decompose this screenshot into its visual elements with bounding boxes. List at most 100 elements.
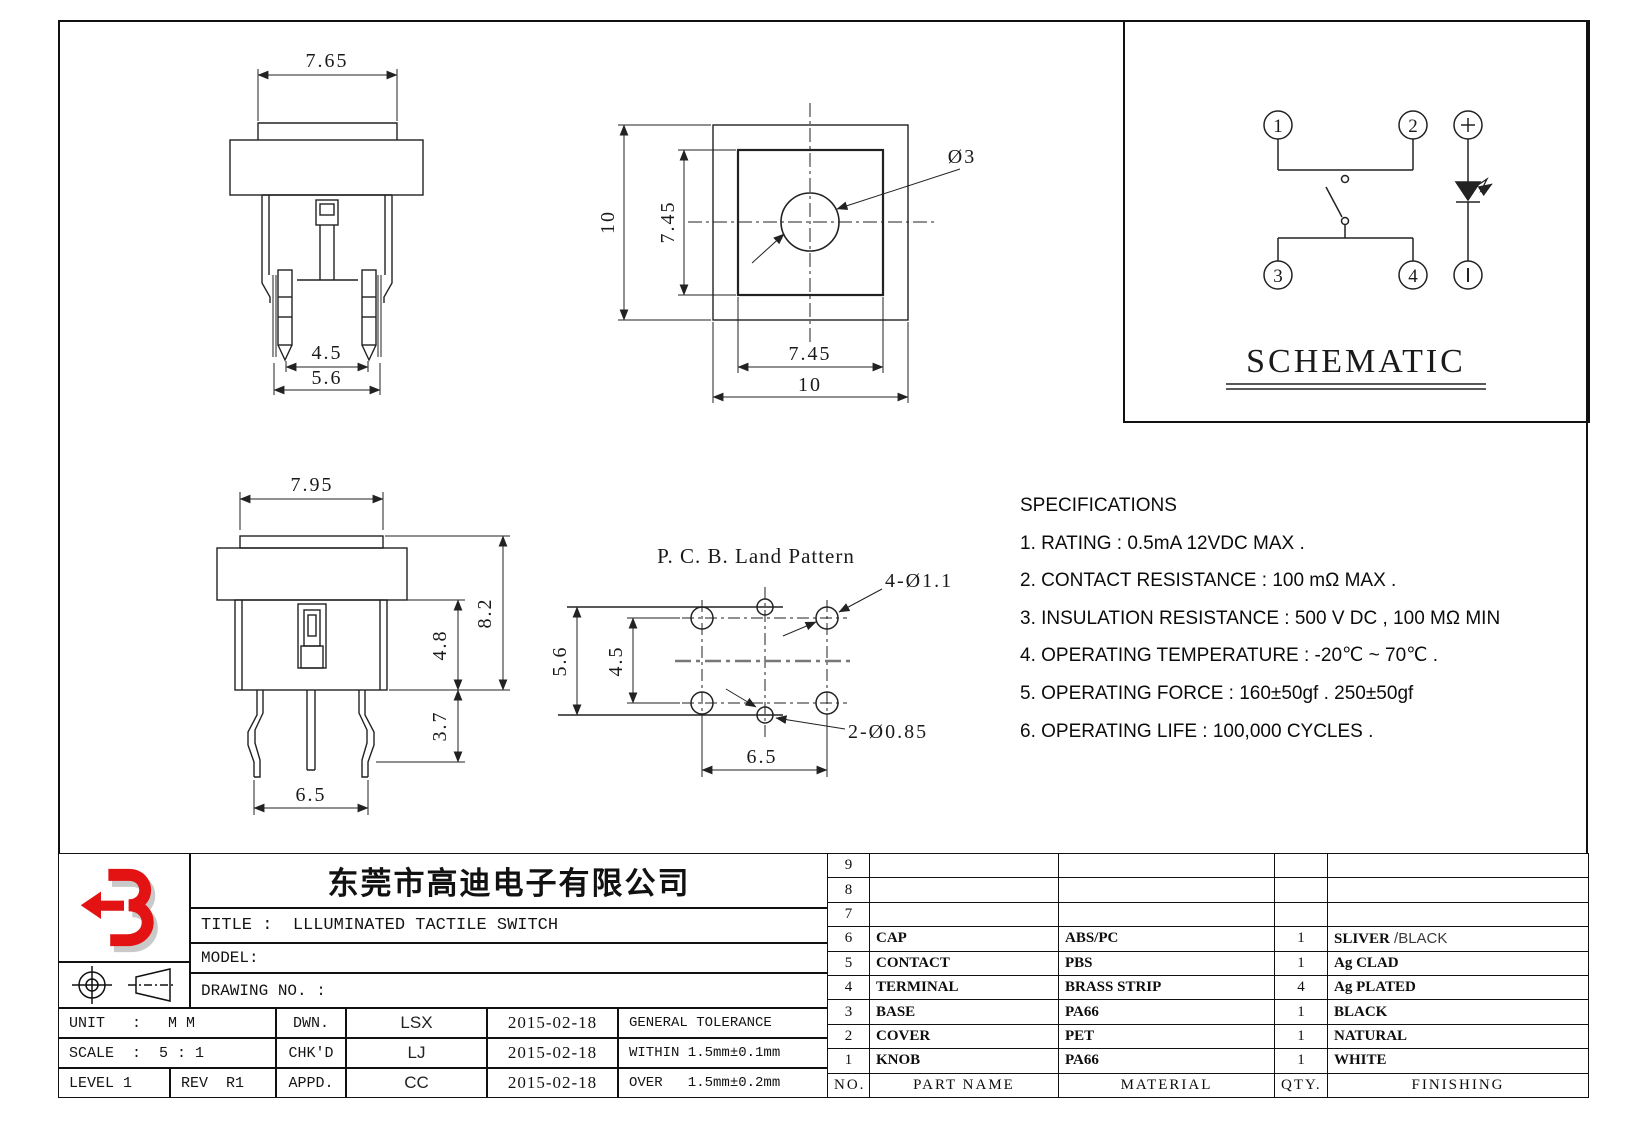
part-no: 8	[827, 877, 870, 903]
part-no: 1	[827, 1048, 870, 1074]
tolerance-within-cell: WITHIN 1.5mm±0.1mm	[618, 1038, 828, 1068]
part-finishing: WHITE	[1327, 1048, 1589, 1074]
company-name-cell: 东莞市高迪电子有限公司	[190, 853, 828, 908]
part-no: 5	[827, 950, 870, 976]
spec-line: 5. OPERATING FORCE : 160±50gf . 250±50gf	[1020, 682, 1414, 704]
part-no: 9	[827, 852, 870, 879]
part-no: 2	[827, 1023, 870, 1050]
pcb-holes	[675, 587, 852, 737]
header-part-name: PART NAME	[869, 1072, 1059, 1099]
table-row: 5 CONTACT PBS 1 Ag CLAD	[827, 950, 1589, 976]
appd-name: CC	[404, 1073, 429, 1092]
logo-mark	[80, 868, 154, 946]
table-row: 2 COVER PET 1 NATURAL	[827, 1023, 1589, 1050]
pcb-center-holes-label: 2-Ø0.85	[848, 721, 928, 743]
parts-table: 9 8 7 6 CAP ABS/PC 1 SLIVER /BLACK	[827, 852, 1589, 1099]
schematic-drawing: 1 2 3 4 SCHEMATIC	[1123, 20, 1590, 423]
front-dim-pins-inner: 4.5	[312, 342, 343, 364]
model-label: MODEL:	[201, 949, 259, 967]
dwn-name: LSX	[400, 1013, 433, 1032]
part-name: COVER	[869, 1023, 1059, 1050]
part-qty: 1	[1274, 1048, 1328, 1074]
company-logo-cell	[58, 853, 190, 962]
part-qty: 4	[1274, 974, 1328, 1001]
table-row: 9	[827, 852, 1589, 879]
chkd-name: LJ	[407, 1043, 426, 1062]
table-row: 7	[827, 901, 1589, 928]
part-material: ABS/PC	[1058, 926, 1275, 952]
part-material	[1058, 852, 1275, 879]
top-dim-left-outer: 10	[597, 210, 619, 234]
part-material: PBS	[1058, 950, 1275, 976]
part-finishing: BLACK	[1327, 999, 1589, 1025]
pcb-pattern-title: P. C. B. Land Pattern	[657, 544, 855, 568]
tolerance-over: OVER 1.5mm±0.2mm	[629, 1075, 781, 1091]
dwn-date-cell: 2015-02-18	[487, 1008, 618, 1038]
rev-cell: REV R1	[170, 1068, 276, 1098]
appd-date-cell: 2015-02-18	[487, 1068, 618, 1098]
top-view-outline	[688, 103, 935, 343]
spec-line: 3. INSULATION RESISTANCE : 500 V DC , 10…	[1020, 607, 1501, 629]
part-name: TERMINAL	[869, 974, 1059, 1001]
spec-line: 6. OPERATING LIFE : 100,000 CYCLES .	[1020, 720, 1374, 742]
schematic-pin1-label: 1	[1273, 116, 1283, 137]
part-finishing	[1327, 877, 1589, 903]
side-view-drawing: 7.95 4.8 3.7 8.2 6.5	[216, 474, 510, 815]
top-view-drawing: 10 7.45 7.45 10 Ø3	[597, 103, 974, 403]
appd-label: APPD.	[288, 1074, 334, 1092]
top-dim-bottom-inner: 7.45	[789, 343, 832, 365]
pcb-corner-holes-label: 4-Ø1.1	[885, 570, 953, 592]
rev-value: REV R1	[181, 1074, 245, 1092]
side-dim-leg: 3.7	[429, 711, 451, 742]
part-qty	[1274, 877, 1328, 903]
front-view-dimension-lines	[257, 69, 398, 395]
top-dim-bottom-outer: 10	[798, 374, 822, 396]
table-row: 8	[827, 877, 1589, 903]
schematic-pin3-label: 3	[1273, 266, 1283, 287]
top-dim-left-inner: 7.45	[657, 201, 679, 244]
table-row: 6 CAP ABS/PC 1 SLIVER /BLACK	[827, 926, 1589, 952]
header-no: NO.	[827, 1072, 870, 1099]
pcb-land-pattern-drawing: P. C. B. Land Pattern 5.6 4.5 6.5 4-Ø1.1…	[549, 544, 953, 777]
dwn-label-cell: DWN.	[276, 1008, 346, 1038]
part-no: 6	[827, 926, 870, 952]
pcb-dim-horizontal: 6.5	[747, 746, 778, 768]
appd-date: 2015-02-18	[507, 1073, 598, 1092]
finishing-secondary: /BLACK	[1389, 929, 1448, 947]
spec-line: 4. OPERATING TEMPERATURE : -20℃ ~ 70℃ .	[1020, 645, 1439, 667]
tolerance-over-cell: OVER 1.5mm±0.2mm	[618, 1068, 828, 1098]
front-dim-pins-outer: 5.6	[312, 367, 343, 389]
pcb-dim-vertical-outer: 5.6	[549, 646, 571, 677]
projection-symbol-cell	[58, 962, 190, 1008]
finishing-primary: SLIVER	[1334, 930, 1390, 947]
scale-value: SCALE : 5 : 1	[69, 1044, 205, 1062]
part-name	[869, 901, 1059, 928]
part-qty: 1	[1274, 950, 1328, 976]
pcb-dim-vertical-inner: 4.5	[605, 646, 627, 677]
top-view-dimension-lines	[618, 124, 961, 403]
level-cell: LEVEL 1	[58, 1068, 170, 1098]
model-row: MODEL:	[190, 943, 828, 973]
chkd-date-cell: 2015-02-18	[487, 1038, 618, 1068]
part-material: BRASS STRIP	[1058, 974, 1275, 1001]
schematic-circuit	[1263, 110, 1493, 290]
part-no: 7	[827, 901, 870, 928]
part-name	[869, 852, 1059, 879]
header-material: MATERIAL	[1058, 1072, 1275, 1099]
company-name: 东莞市高迪电子有限公司	[327, 866, 691, 901]
side-dim-body: 4.8	[429, 630, 451, 661]
tolerance-title: GENERAL TOLERANCE	[629, 1015, 772, 1031]
spec-line: 1. RATING : 0.5mA 12VDC MAX .	[1020, 532, 1305, 554]
schematic-box-border	[1123, 20, 1590, 423]
table-row: 1 KNOB PA66 1 WHITE	[827, 1048, 1589, 1074]
part-name: BASE	[869, 999, 1059, 1025]
table-row: 3 BASE PA66 1 BLACK	[827, 999, 1589, 1025]
part-finishing	[1327, 852, 1589, 879]
table-row: 4 TERMINAL BRASS STRIP 4 Ag PLATED	[827, 974, 1589, 1001]
side-view-dimension-lines	[239, 492, 510, 815]
side-dim-width: 7.95	[291, 474, 334, 496]
front-view-drawing: 7.65 4.5 5.6	[229, 50, 424, 395]
tolerance-within: WITHIN 1.5mm±0.1mm	[629, 1045, 781, 1061]
part-finishing: SLIVER /BLACK	[1327, 926, 1589, 952]
